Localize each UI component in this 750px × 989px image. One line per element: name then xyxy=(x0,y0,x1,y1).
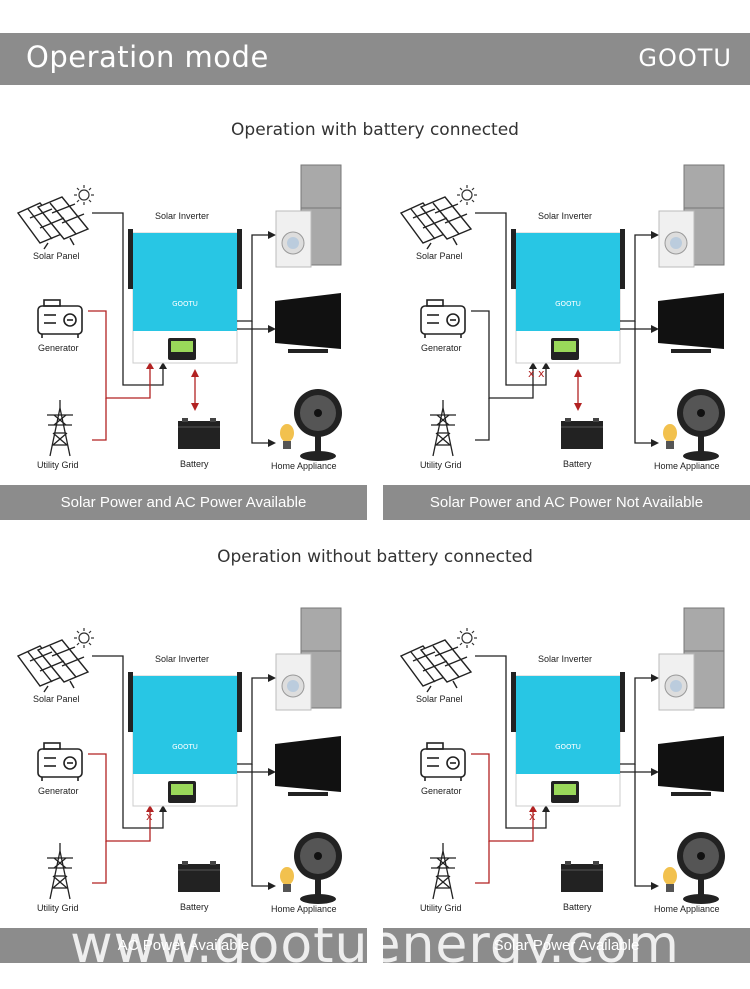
bulb-icon xyxy=(663,867,677,892)
label-solar-inverter: Solar Inverter xyxy=(538,211,593,221)
label-solar-panel: Solar Panel xyxy=(416,694,463,704)
label-solar-inverter: Solar Inverter xyxy=(538,654,593,664)
inverter-icon: GOOTU xyxy=(511,229,625,364)
fan-icon xyxy=(677,832,725,904)
label-home-appliance: Home Appliance xyxy=(271,904,337,914)
label-home-appliance: Home Appliance xyxy=(271,461,337,471)
label-utility-grid: Utility Grid xyxy=(37,460,79,470)
svg-text:GOOTU: GOOTU xyxy=(555,743,581,751)
label-home-appliance: Home Appliance xyxy=(654,461,720,471)
solar-panel-icon xyxy=(16,196,90,250)
battery-icon xyxy=(178,861,220,892)
sun-icon xyxy=(457,628,477,648)
cross-mark-ac: x x xyxy=(528,367,545,380)
label-generator: Generator xyxy=(38,343,79,353)
label-utility-grid: Utility Grid xyxy=(420,460,462,470)
utility-tower-icon xyxy=(430,843,456,900)
utility-tower-icon xyxy=(47,843,73,900)
label-battery: Battery xyxy=(563,459,592,469)
watermark: www.gootuenergy.com xyxy=(70,915,680,975)
caption-without-ac: AC Power Available xyxy=(0,928,367,963)
inverter-icon: GOOTU xyxy=(511,672,625,807)
bulb-icon xyxy=(280,867,294,892)
label-generator: Generator xyxy=(38,786,79,796)
diagram-without-no-ac: x GOOTU xyxy=(383,606,750,966)
brand-logo: GOOTU xyxy=(638,44,732,72)
fan-icon xyxy=(294,389,342,461)
tv-icon xyxy=(275,293,341,353)
diagram-with-ac: GOOTU xyxy=(0,163,375,523)
cross-mark: x xyxy=(146,810,153,823)
generator-icon xyxy=(37,299,83,338)
sun-icon xyxy=(74,628,94,648)
label-battery: Battery xyxy=(180,459,209,469)
label-solar-panel: Solar Panel xyxy=(33,251,80,261)
diagram-with-no-ac: x x GOOTU xyxy=(383,163,750,523)
washing-machine-icon xyxy=(275,210,312,268)
sun-icon xyxy=(457,185,477,205)
washing-machine-icon xyxy=(658,210,695,268)
battery-icon xyxy=(561,418,603,449)
caption-with-ac: Solar Power and AC Power Available xyxy=(0,485,367,520)
generator-icon xyxy=(420,299,466,338)
label-solar-inverter: Solar Inverter xyxy=(155,654,210,664)
bulb-icon xyxy=(663,424,677,449)
page-header: Operation mode GOOTU xyxy=(0,33,750,85)
sun-icon xyxy=(74,185,94,205)
cross-mark: x xyxy=(529,810,536,823)
solar-panel-icon xyxy=(399,639,473,693)
solar-panel-icon xyxy=(399,196,473,250)
label-solar-panel: Solar Panel xyxy=(416,251,463,261)
label-utility-grid: Utility Grid xyxy=(420,903,462,913)
label-solar-panel: Solar Panel xyxy=(33,694,80,704)
label-solar-inverter: Solar Inverter xyxy=(155,211,210,221)
page-title: Operation mode xyxy=(26,40,269,74)
bulb-icon xyxy=(280,424,294,449)
label-generator: Generator xyxy=(421,786,462,796)
label-generator: Generator xyxy=(421,343,462,353)
svg-text:GOOTU: GOOTU xyxy=(172,300,198,308)
fan-icon xyxy=(677,389,725,461)
tv-icon xyxy=(658,736,724,796)
section-title-without-battery: Operation without battery connected xyxy=(217,547,533,567)
svg-text:GOOTU: GOOTU xyxy=(555,300,581,308)
label-utility-grid: Utility Grid xyxy=(37,903,79,913)
label-battery: Battery xyxy=(563,902,592,912)
battery-icon xyxy=(561,861,603,892)
utility-tower-icon xyxy=(47,400,73,457)
label-battery: Battery xyxy=(180,902,209,912)
tv-icon xyxy=(275,736,341,796)
generator-icon xyxy=(37,742,83,781)
washing-machine-icon xyxy=(275,653,312,711)
tv-icon xyxy=(658,293,724,353)
caption-with-no-ac: Solar Power and AC Power Not Available xyxy=(383,485,750,520)
label-home-appliance: Home Appliance xyxy=(654,904,720,914)
generator-icon xyxy=(420,742,466,781)
washing-machine-icon xyxy=(658,653,695,711)
caption-without-no-ac: Solar Power Available xyxy=(383,928,750,963)
inverter-icon: GOOTU xyxy=(128,229,242,364)
fan-icon xyxy=(294,832,342,904)
svg-text:GOOTU: GOOTU xyxy=(172,743,198,751)
battery-icon xyxy=(178,418,220,449)
diagram-without-ac: x GOOTU xyxy=(0,606,375,966)
inverter-icon: GOOTU xyxy=(128,672,242,807)
solar-panel-icon xyxy=(16,639,90,693)
utility-tower-icon xyxy=(430,400,456,457)
section-title-with-battery: Operation with battery connected xyxy=(231,120,519,140)
